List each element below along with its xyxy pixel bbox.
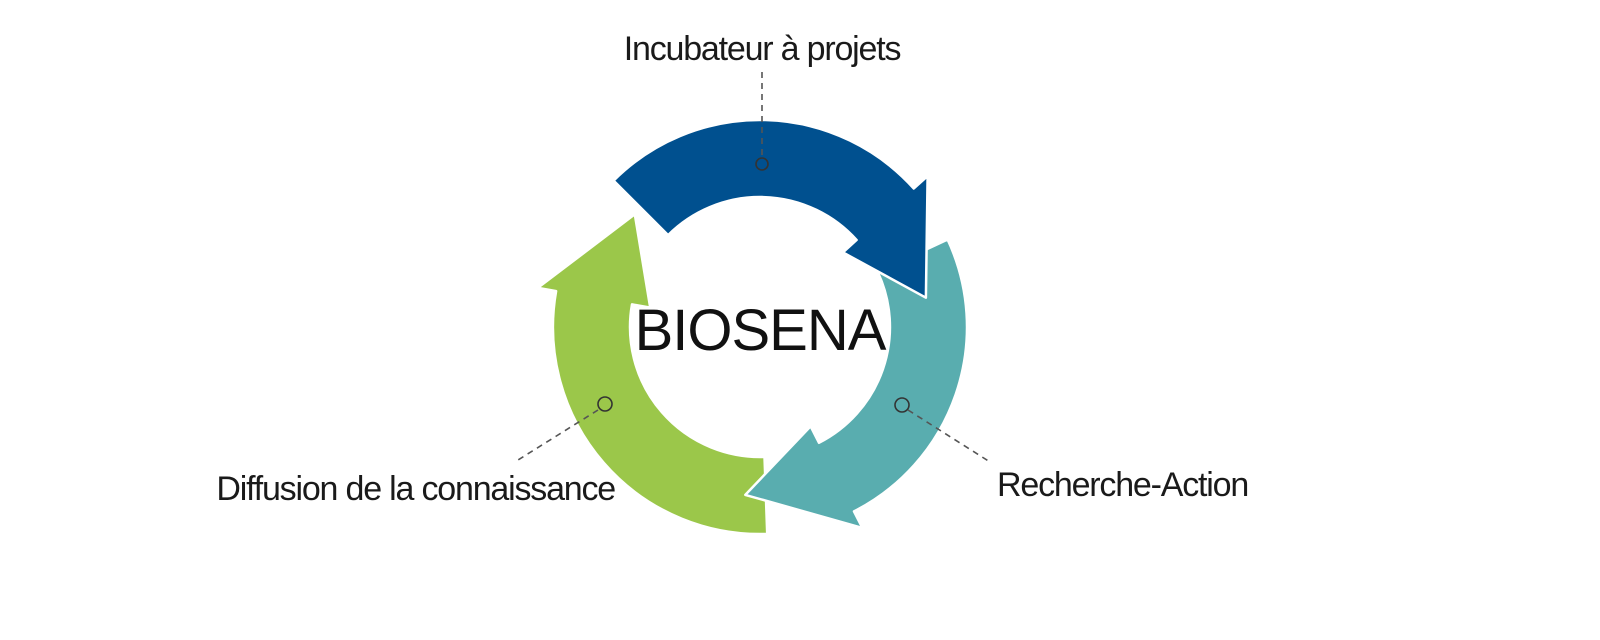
label-diffusion: Diffusion de la connaissance: [216, 470, 615, 508]
leader-line-recherche: [907, 409, 991, 463]
leader-line-diffusion: [517, 409, 599, 461]
label-recherche: Recherche-Action: [997, 466, 1248, 504]
arrow-segment-diffusion: [536, 213, 769, 536]
marker-incubateur: [755, 157, 769, 171]
arrow-segment-incubateur: [612, 118, 929, 299]
marker-diffusion: [597, 396, 613, 412]
label-incubateur: Incubateur à projets: [624, 30, 901, 68]
center-label: BIOSENA: [635, 298, 887, 363]
marker-recherche: [894, 397, 910, 413]
arrow-segment-recherche: [744, 238, 969, 530]
